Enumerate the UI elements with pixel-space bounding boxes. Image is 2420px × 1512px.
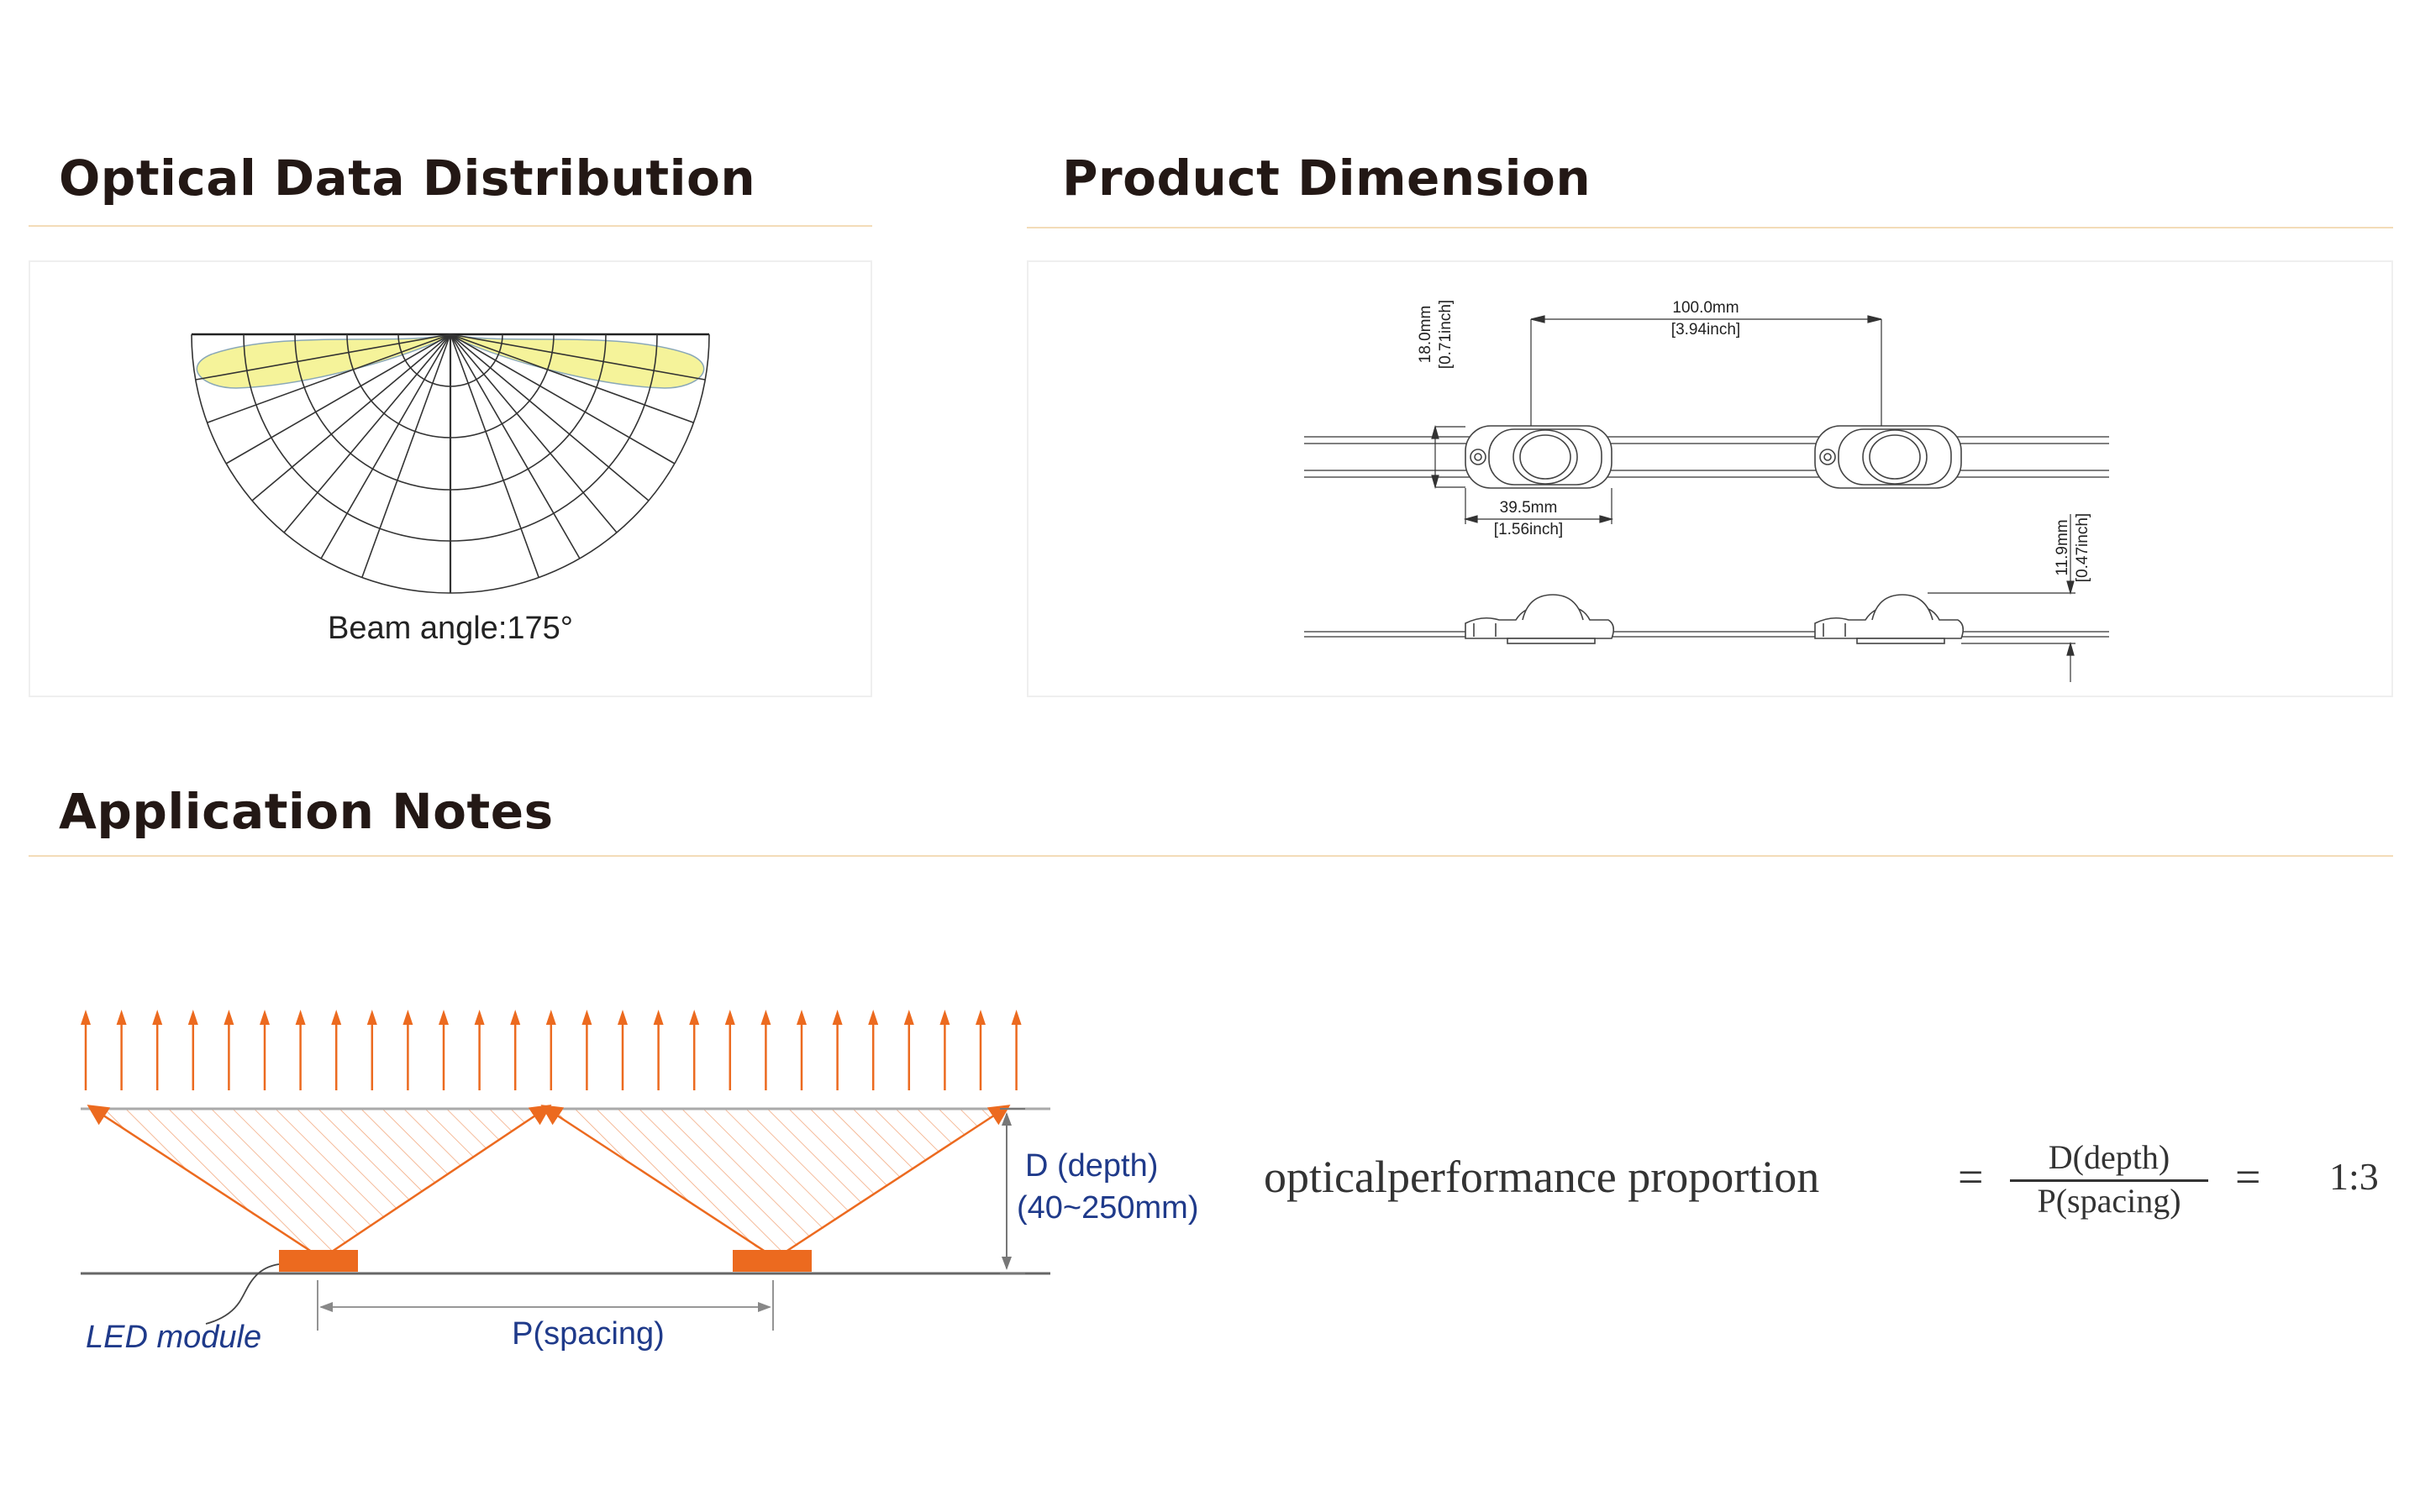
- light-cone-left: [92, 1109, 546, 1260]
- light-arrow-head: [152, 1010, 163, 1025]
- beam-angle-label: Beam angle:175°: [328, 611, 573, 646]
- dimension-panel: 100.0mm [3.94inch] 18.0mm [0.71inch] 39.…: [1027, 260, 2393, 697]
- light-arrow-head: [187, 1010, 198, 1025]
- light-arrow-head: [224, 1010, 234, 1025]
- height-mm: 11.9mm: [2054, 519, 2071, 575]
- height-inch: [0.47inch]: [2074, 513, 2091, 582]
- depth-label: D (depth): [1025, 1148, 1158, 1184]
- light-arrow-head: [581, 1010, 592, 1025]
- formula-denominator: P(spacing): [2037, 1182, 2181, 1220]
- light-arrow-head: [903, 1010, 914, 1025]
- light-arrow-head: [116, 1010, 127, 1025]
- module-2-top: [1814, 425, 1962, 489]
- dimension-title-rule: [1027, 227, 2393, 228]
- optical-section-title: Optical Data Distribution: [59, 150, 756, 207]
- light-arrow-head: [1011, 1010, 1022, 1025]
- light-arrow-head: [439, 1010, 449, 1025]
- led-module-right: [733, 1250, 812, 1272]
- light-arrow-head: [402, 1010, 413, 1025]
- light-arrow-head: [618, 1010, 628, 1025]
- led-module-left: [279, 1250, 358, 1272]
- pitch-inch: [3.94inch]: [1671, 321, 1740, 339]
- polar-distribution-chart: Beam angle:175°: [191, 333, 710, 646]
- light-output-arrows: [81, 1010, 1022, 1090]
- light-arrow-head: [545, 1010, 556, 1025]
- light-arrow-head: [331, 1010, 342, 1025]
- pitch-dimension: [1530, 315, 1882, 426]
- width-inch: [0.71inch]: [1437, 300, 1455, 369]
- dimension-drawing: 100.0mm [3.94inch] 18.0mm [0.71inch] 39.…: [1304, 299, 2109, 682]
- height-dimension: [1928, 514, 2075, 682]
- pitch-mm: 100.0mm: [1672, 299, 1739, 317]
- light-arrow-head: [868, 1010, 879, 1025]
- optical-panel: Beam angle:175°: [29, 260, 872, 697]
- light-arrow-head: [724, 1010, 735, 1025]
- light-arrow-head: [653, 1010, 664, 1025]
- light-cone-right: [546, 1109, 1005, 1260]
- module-1-side: [1465, 594, 1615, 644]
- light-arrow-head: [760, 1010, 771, 1025]
- formula-result: 1:3: [2329, 1155, 2379, 1198]
- application-diagram: LED module P(spacing) D (depth) (40~250m…: [81, 1010, 1198, 1355]
- module-1-top: [1465, 425, 1612, 489]
- light-arrow-head: [295, 1010, 306, 1025]
- light-arrow-head: [689, 1010, 700, 1025]
- formula-equals-1: =: [1958, 1152, 1984, 1202]
- light-arrow-head: [976, 1010, 986, 1025]
- spacing-label: P(spacing): [512, 1316, 665, 1352]
- application-section-title: Application Notes: [59, 783, 554, 840]
- length-inch: [1.56inch]: [1494, 521, 1563, 538]
- formula-numerator: D(depth): [2048, 1138, 2170, 1176]
- formula-fraction-bar: [2010, 1179, 2208, 1182]
- length-dimension: [1463, 488, 1614, 524]
- application-title-rule: [29, 855, 2393, 857]
- module-2-side: [1814, 594, 1965, 644]
- light-arrow-head: [474, 1010, 485, 1025]
- optical-title-rule: [29, 225, 872, 227]
- width-mm: 18.0mm: [1417, 306, 1434, 364]
- light-arrow-head: [832, 1010, 843, 1025]
- light-arrow-head: [939, 1010, 950, 1025]
- formula-equals-2: =: [2235, 1152, 2261, 1202]
- light-arrow-head: [81, 1010, 91, 1025]
- light-arrow-head: [260, 1010, 270, 1025]
- length-mm: 39.5mm: [1500, 499, 1558, 517]
- led-module-label: LED module: [86, 1320, 261, 1355]
- light-arrow-head: [510, 1010, 521, 1025]
- light-arrow-head: [366, 1010, 377, 1025]
- light-arrow-head: [797, 1010, 807, 1025]
- polar-radials: [195, 333, 706, 593]
- formula-label: opticalperformance proportion: [1264, 1152, 1820, 1202]
- width-dimension: [1431, 424, 1465, 490]
- dimension-section-title: Product Dimension: [1062, 150, 1591, 207]
- depth-range: (40~250mm): [1017, 1190, 1198, 1226]
